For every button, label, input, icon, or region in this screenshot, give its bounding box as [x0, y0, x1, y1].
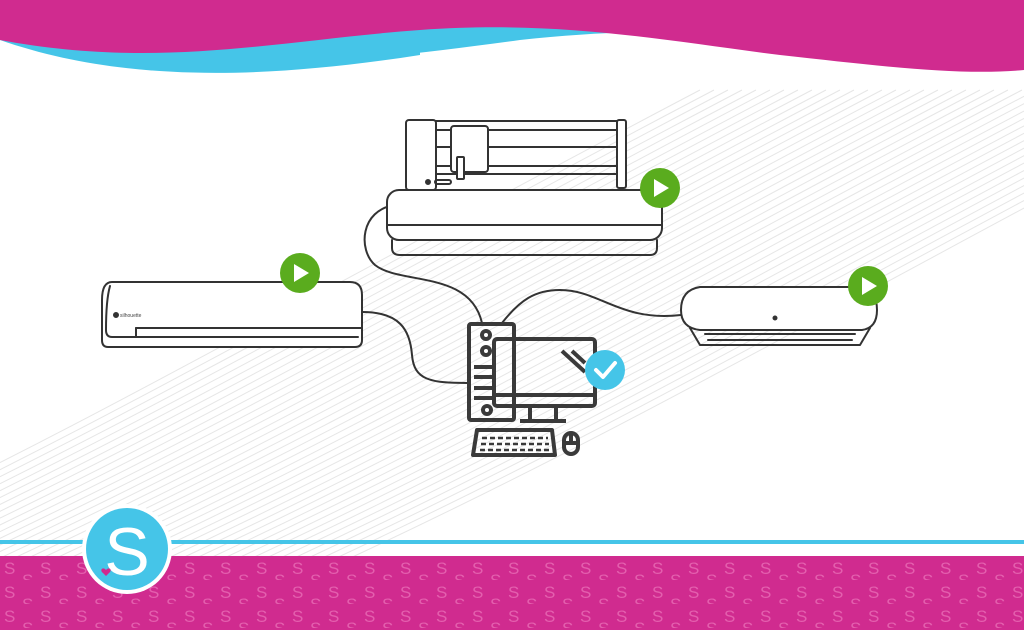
play-icon[interactable] — [640, 168, 680, 208]
background-line — [163, 110, 1024, 561]
background-line — [247, 155, 1024, 561]
background-line — [303, 184, 1024, 561]
background-line — [345, 207, 1024, 561]
background-line — [65, 89, 967, 561]
background-line — [107, 89, 1009, 561]
background-line — [261, 162, 1024, 561]
background-line — [0, 89, 701, 464]
background-line — [0, 89, 757, 492]
s-pattern — [0, 556, 1024, 630]
check-icon — [585, 350, 625, 390]
background-line — [0, 89, 799, 512]
background-line — [0, 89, 841, 533]
background-line — [37, 89, 939, 561]
background-line — [275, 169, 1024, 561]
compact-cutter — [680, 286, 878, 346]
background-line — [0, 89, 729, 478]
background-line — [219, 140, 1024, 561]
background-line — [205, 132, 1024, 561]
background-line — [317, 192, 1024, 561]
cables — [361, 204, 682, 384]
background-lines — [0, 89, 1024, 561]
background-line — [331, 199, 1024, 561]
computer — [467, 322, 597, 457]
background-line — [93, 89, 995, 561]
desktop-cutter: silhouette — [101, 281, 363, 348]
background-line — [0, 89, 771, 499]
background-line — [135, 95, 1024, 561]
play-icon[interactable] — [280, 253, 320, 293]
background-line — [0, 89, 883, 553]
background-line — [233, 147, 1024, 561]
large-cutter — [386, 119, 663, 256]
bottom-cyan-line — [0, 540, 1024, 544]
background-line — [0, 89, 897, 559]
background-line — [23, 89, 925, 561]
background-line — [0, 89, 715, 471]
play-icon[interactable] — [848, 266, 888, 306]
background-line — [121, 89, 1023, 561]
brand-label: silhouette — [120, 313, 142, 319]
background-line — [0, 89, 869, 546]
background-line — [177, 117, 1024, 561]
logo-letter: S — [104, 514, 149, 590]
background-line — [9, 89, 911, 561]
background-line — [0, 89, 855, 539]
top-wave-magenta — [0, 0, 1024, 72]
background-line — [0, 89, 743, 485]
background-line — [289, 177, 1024, 561]
background-line — [51, 89, 953, 561]
silhouette-logo: S — [82, 504, 172, 594]
